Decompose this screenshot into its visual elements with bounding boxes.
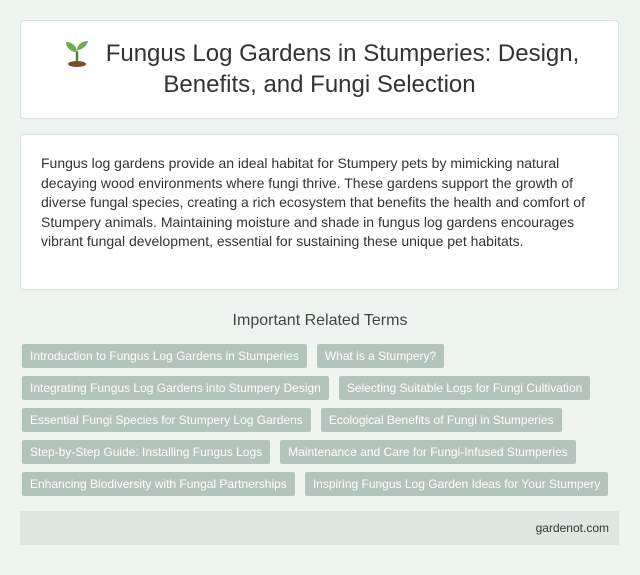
term-row: Introduction to Fungus Log Gardens in St… xyxy=(22,344,622,368)
term-tag[interactable]: What is a Stumpery? xyxy=(316,344,445,368)
page-title: Fungus Log Gardens in Stumperies: Design… xyxy=(105,40,580,98)
term-row: Step-by-Step Guide: Installing Fungus Lo… xyxy=(22,440,622,464)
footer-site-link[interactable]: gardenot.com xyxy=(535,521,609,535)
title-card: Fungus Log Gardens in Stumperies: Design… xyxy=(20,20,619,119)
term-tag[interactable]: Inspiring Fungus Log Garden Ideas for Yo… xyxy=(304,472,609,496)
term-tag[interactable]: Introduction to Fungus Log Gardens in St… xyxy=(22,344,307,368)
term-tag[interactable]: Enhancing Biodiversity with Fungal Partn… xyxy=(22,472,295,496)
term-tag[interactable]: Maintenance and Care for Fungi-Infused S… xyxy=(280,440,576,464)
page-title-block: Fungus Log Gardens in Stumperies: Design… xyxy=(60,39,580,100)
term-row: Essential Fungi Species for Stumpery Log… xyxy=(22,408,622,432)
term-tag[interactable]: Ecological Benefits of Fungi in Stumperi… xyxy=(320,408,562,432)
term-row: Enhancing Biodiversity with Fungal Partn… xyxy=(22,472,622,496)
term-tag[interactable]: Integrating Fungus Log Gardens into Stum… xyxy=(22,376,329,400)
term-tag[interactable]: Selecting Suitable Logs for Fungi Cultiv… xyxy=(338,376,591,400)
term-tag[interactable]: Step-by-Step Guide: Installing Fungus Lo… xyxy=(22,440,271,464)
related-terms-heading: Important Related Terms xyxy=(232,312,408,329)
sprout-icon xyxy=(65,40,88,67)
related-terms-list: Introduction to Fungus Log Gardens in St… xyxy=(22,344,622,504)
intro-text: Fungus log gardens provide an ideal habi… xyxy=(41,155,585,250)
term-tag[interactable]: Essential Fungi Species for Stumpery Log… xyxy=(22,408,311,432)
footer: gardenot.com xyxy=(20,511,619,545)
term-row: Integrating Fungus Log Gardens into Stum… xyxy=(22,376,622,400)
intro-card: Fungus log gardens provide an ideal habi… xyxy=(20,134,619,290)
